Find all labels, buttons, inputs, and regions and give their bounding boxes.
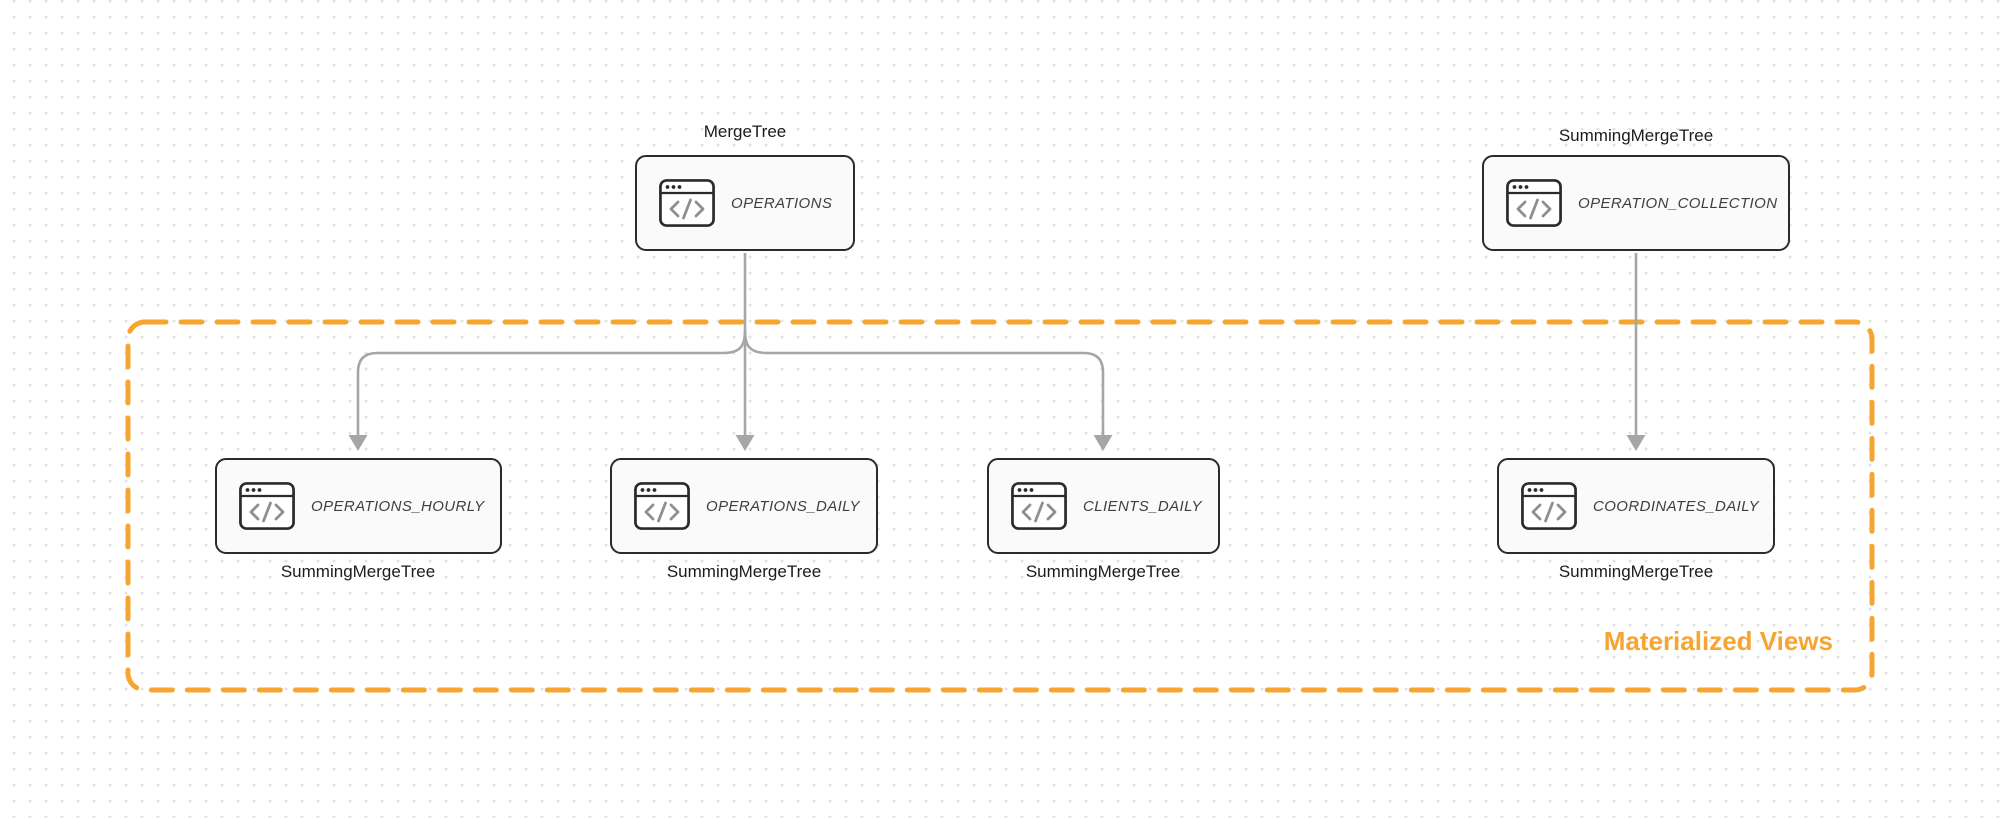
node-name: OPERATIONS_HOURLY xyxy=(311,497,485,515)
engine-label-operations-daily: SummingMergeTree xyxy=(666,562,822,581)
materialized-views-label: Materialized Views xyxy=(1603,626,1833,656)
engine-label-coordinates-daily: SummingMergeTree xyxy=(1558,562,1714,581)
node-name: CLIENTS_DAILY xyxy=(1083,497,1202,515)
node-coordinates-daily: COORDINATES_DAILY xyxy=(1497,458,1775,554)
code-window-icon xyxy=(239,482,295,530)
engine-label-operations-hourly: SummingMergeTree xyxy=(280,562,436,581)
node-clients-daily: CLIENTS_DAILY xyxy=(987,458,1220,554)
engine-label-operation-collection: SummingMergeTree xyxy=(1558,126,1714,145)
code-window-icon xyxy=(1506,179,1562,227)
materialized-views-group-outline xyxy=(125,319,1875,693)
node-operations-daily: OPERATIONS_DAILY xyxy=(610,458,878,554)
node-name: COORDINATES_DAILY xyxy=(1593,497,1760,515)
edge-operation-collection-to-coordinates-daily xyxy=(1626,253,1646,451)
code-window-icon xyxy=(634,482,690,530)
node-operation-collection: OPERATION_COLLECTION xyxy=(1482,155,1790,251)
node-name: OPERATION_COLLECTION xyxy=(1578,194,1778,212)
code-window-icon xyxy=(1011,482,1067,530)
edge-operations-to-clients-daily xyxy=(743,330,1113,451)
node-operations: OPERATIONS xyxy=(635,155,855,251)
engine-label-clients-daily: SummingMergeTree xyxy=(1025,562,1181,581)
code-window-icon xyxy=(659,179,715,227)
engine-label-operations: MergeTree xyxy=(703,122,787,141)
node-name: OPERATIONS xyxy=(731,194,833,212)
edge-operations-to-operations-hourly xyxy=(348,330,747,451)
node-name: OPERATIONS_DAILY xyxy=(706,497,860,515)
code-window-icon xyxy=(1521,482,1577,530)
node-operations-hourly: OPERATIONS_HOURLY xyxy=(215,458,502,554)
edge-operations-to-operations-daily xyxy=(735,253,755,451)
